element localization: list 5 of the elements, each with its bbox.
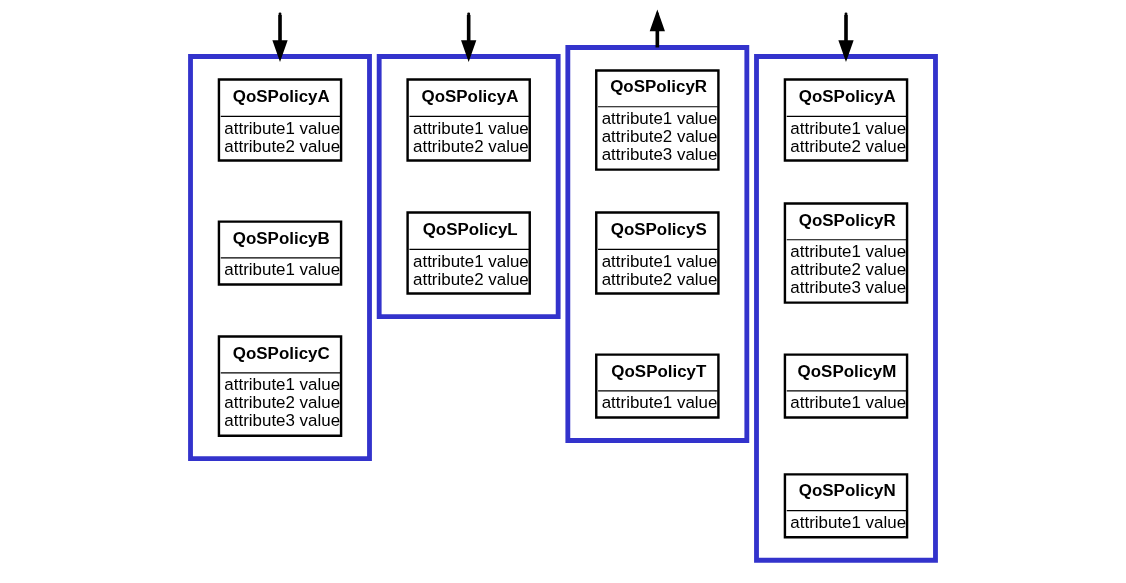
- cluster: [376, 54, 561, 319]
- cluster: [754, 54, 938, 563]
- arrow: [461, 14, 477, 63]
- cluster: [565, 45, 750, 443]
- cluster: [188, 54, 372, 462]
